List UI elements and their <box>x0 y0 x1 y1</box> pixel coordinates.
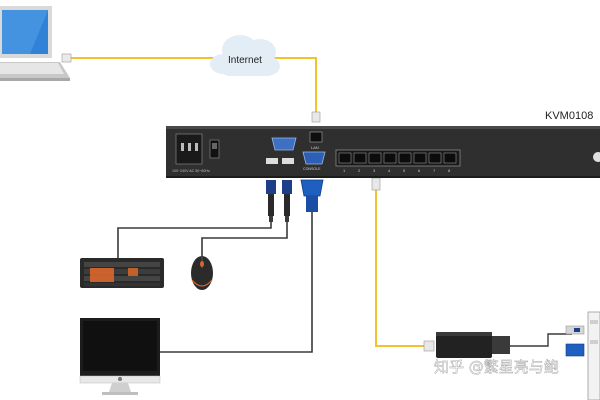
keyboard-cable <box>117 222 272 258</box>
monitor-cable <box>160 212 313 353</box>
console-label: CONSOLE <box>303 167 321 171</box>
port-number-2: 2 <box>358 168 361 173</box>
server-port-2 <box>353 152 367 164</box>
rj45-plug-adapter <box>423 340 435 352</box>
adapter-to-server-cable <box>510 333 572 347</box>
monitor-icon <box>79 318 161 395</box>
usb-connector-mouse <box>282 180 292 222</box>
server-port-1 <box>338 152 352 164</box>
usb-port-2 <box>282 158 294 164</box>
watermark: 知乎 @繁星亮与鲍 <box>434 358 559 376</box>
server-port-8 <box>443 152 457 164</box>
laptop-plug <box>61 53 72 63</box>
mouse-cable <box>201 222 288 256</box>
front-button <box>593 152 600 162</box>
internet-label: Internet <box>228 55 262 66</box>
internet-to-kvm-cable <box>270 57 317 112</box>
mouse-icon <box>191 256 213 290</box>
server-port-7 <box>428 152 442 164</box>
server-port-5 <box>398 152 412 164</box>
server-icon <box>587 311 600 400</box>
keyboard-icon <box>80 258 164 288</box>
lan-port <box>309 131 323 143</box>
power-socket-icon <box>175 133 203 165</box>
server-port-3 <box>368 152 382 164</box>
lan-plug <box>311 111 321 123</box>
port-number-4: 4 <box>388 168 391 173</box>
serial-port <box>271 137 297 151</box>
vga-connector <box>300 179 324 212</box>
server-usb-connector <box>565 325 585 335</box>
server-port-6 <box>413 152 427 164</box>
port-number-3: 3 <box>373 168 376 173</box>
port-number-8: 8 <box>448 168 451 173</box>
kvm-adapter-icon <box>436 332 510 358</box>
laptop-icon <box>0 6 70 81</box>
kvm-switch: 1 2 3 4 5 6 7 8 100~240V AC 50~60Hz LAN … <box>166 126 600 178</box>
cloud-icon <box>210 35 280 76</box>
server-port-4 <box>383 152 397 164</box>
usb-connector-keyboard <box>266 180 276 222</box>
port-number-1: 1 <box>343 168 346 173</box>
rj45-plug-port <box>371 177 381 191</box>
usb-port-1 <box>266 158 278 164</box>
server-vga-connector <box>565 343 585 357</box>
lan-label: LAN <box>311 145 319 150</box>
port-number-7: 7 <box>433 168 436 173</box>
port-number-5: 5 <box>403 168 406 173</box>
vga-port <box>302 151 326 165</box>
model-label: KVM0108 <box>545 110 593 122</box>
port-to-server-cable <box>375 178 426 347</box>
power-spec-label: 100~240V AC 50~60Hz <box>172 169 210 173</box>
port-number-6: 6 <box>418 168 421 173</box>
